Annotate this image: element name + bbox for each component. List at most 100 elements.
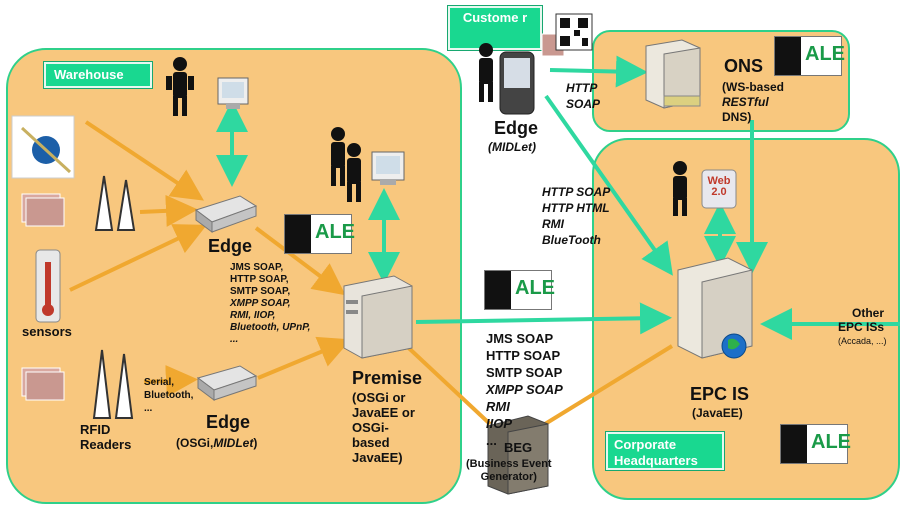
protocol-line: HTTP SOAP, (230, 274, 289, 285)
ons-desc: (WS-based RESTful DNS) (722, 80, 784, 125)
check-icon (775, 37, 801, 75)
corporate-tag: Corporate Headquarters (606, 432, 724, 470)
protocol-line: JMS SOAP (486, 331, 554, 346)
premise-epcis-protocols: JMS SOAP HTTP SOAP SMTP SOAP XMPP SOAP R… (486, 330, 563, 449)
monitor-icon (371, 151, 405, 185)
epcis-server-icon (677, 257, 753, 359)
edge-bottom-platform: (OSGi,MIDLet) (176, 436, 257, 450)
person-icon (166, 57, 194, 116)
ale-badge-premise: ALE (484, 270, 555, 310)
ale-badge-edge: ALE (284, 214, 355, 254)
protocol-line: ... (230, 334, 239, 345)
platform-italic: MIDLet (213, 436, 254, 450)
premise-label: Premise (352, 368, 423, 388)
beg-label: BEG (504, 440, 533, 455)
premise-line: based (352, 435, 390, 450)
epcis-platform: (JavaEE) (692, 406, 743, 420)
person-icon (331, 127, 361, 202)
ale-label: ALE (515, 277, 555, 299)
protocol-line: Bluetooth, UPnP, (230, 322, 311, 333)
customer-ons-protocols: HTTP SOAP (566, 80, 600, 112)
protocol-line: XMPP SOAP, (230, 298, 291, 309)
protocol-line: JMS SOAP, (230, 262, 284, 273)
ale-label: ALE (805, 43, 845, 65)
other-epc-line: EPC ISs (838, 320, 885, 334)
protocol-line: HTTP SOAP (542, 185, 611, 199)
sensors-label: sensors (22, 324, 72, 339)
antenna-icon (92, 175, 136, 419)
premise-line: JavaEE or (352, 405, 415, 420)
platform-prefix: (OSGi, (176, 436, 214, 450)
edge-customer-label: Edge (494, 118, 539, 138)
ons-desc-line: DNS) (722, 110, 752, 124)
beg-desc: (Business Event Generator) (466, 458, 552, 484)
device-to-edge-arrows (69, 120, 674, 426)
web2-badge-icon (701, 169, 737, 209)
premise-line: JavaEE) (352, 450, 403, 465)
warehouse-tag: Warehouse (44, 62, 152, 88)
other-epc-line: Other (852, 306, 885, 320)
premise-line: OSGi- (352, 420, 389, 435)
protocol-line: RMI (542, 217, 564, 231)
protocol-line: SMTP SOAP, (230, 286, 291, 297)
ons-desc-line: RESTful (722, 95, 769, 109)
rfid-line: Readers (80, 437, 132, 452)
person-icon (479, 43, 493, 102)
other-epc-examples: (Accada, ...) (838, 336, 887, 346)
premise-platform: (OSGi or JavaEE or OSGi- based JavaEE) (352, 390, 415, 465)
edge-device-icon (194, 195, 258, 233)
other-epc-label: Other EPC ISs (838, 306, 884, 334)
edge-customer-platform: (MIDLet) (488, 140, 536, 154)
rfid-tag-icon (21, 33, 565, 401)
web2-label: Web 2.0 (707, 175, 731, 198)
soap-line: SOAP (566, 97, 601, 111)
ale-label: ALE (811, 431, 851, 453)
premise-server-icon (343, 275, 413, 359)
rfid-line: RFID (80, 422, 111, 437)
ons-server-icon (645, 39, 701, 109)
protocol-line: IIOP (486, 416, 513, 431)
ons-label: ONS (724, 56, 764, 76)
customer-tag-text: Custome r (462, 10, 528, 25)
edge-warehouse-label: Edge (208, 236, 253, 256)
beg-server-icon (487, 415, 549, 495)
edge-device-icon (196, 365, 258, 401)
satellite-globe-icon (11, 115, 75, 179)
serial-line: Serial, (144, 377, 175, 388)
teal-arrows (216, 55, 900, 340)
qr-code-icon (555, 13, 593, 51)
beg-desc-line: (Business Event (466, 458, 552, 470)
edge-bottom-label: Edge (206, 412, 251, 432)
platform-suffix: ) (253, 436, 258, 450)
protocol-line: BlueTooth (542, 233, 601, 247)
epcis-label: EPC IS (690, 384, 750, 404)
check-icon (285, 215, 311, 253)
protocol-line: HTTP SOAP (486, 348, 561, 363)
serial-bluetooth-label: Serial, Bluetooth, ... (144, 376, 193, 415)
monitor-icon (217, 77, 249, 109)
protocol-line: XMPP SOAP (486, 382, 563, 397)
protocol-line: HTTP HTML (542, 201, 610, 215)
beg-desc-line: Generator) (480, 471, 537, 483)
serial-line: ... (144, 403, 153, 414)
edge-warehouse-protocols: JMS SOAP, HTTP SOAP, SMTP SOAP, XMPP SOA… (230, 262, 310, 346)
check-icon (781, 425, 807, 463)
ons-desc-line: (WS-based (722, 80, 785, 94)
check-icon (485, 271, 511, 309)
thermometer-icon (35, 249, 61, 323)
customer-tag: Custome r (448, 6, 542, 50)
phone-icon (499, 51, 535, 115)
ale-label: ALE (315, 221, 355, 243)
premise-line: (OSGi or (352, 390, 406, 405)
protocol-line: RMI, IIOP, (230, 310, 276, 321)
ale-badge-corporate: ALE (780, 424, 851, 464)
person-icon (673, 161, 687, 216)
serial-line: Bluetooth, (144, 390, 194, 401)
ale-badge-ons: ALE (774, 36, 845, 76)
rfid-readers-label: RFID Readers (80, 422, 131, 452)
protocol-line: RMI (486, 399, 510, 414)
corporate-tag-text: Corporate Headquarters (614, 437, 698, 468)
http-line: HTTP (566, 81, 598, 95)
customer-epcis-protocols: HTTP SOAP HTTP HTML RMI BlueTooth (542, 184, 610, 248)
